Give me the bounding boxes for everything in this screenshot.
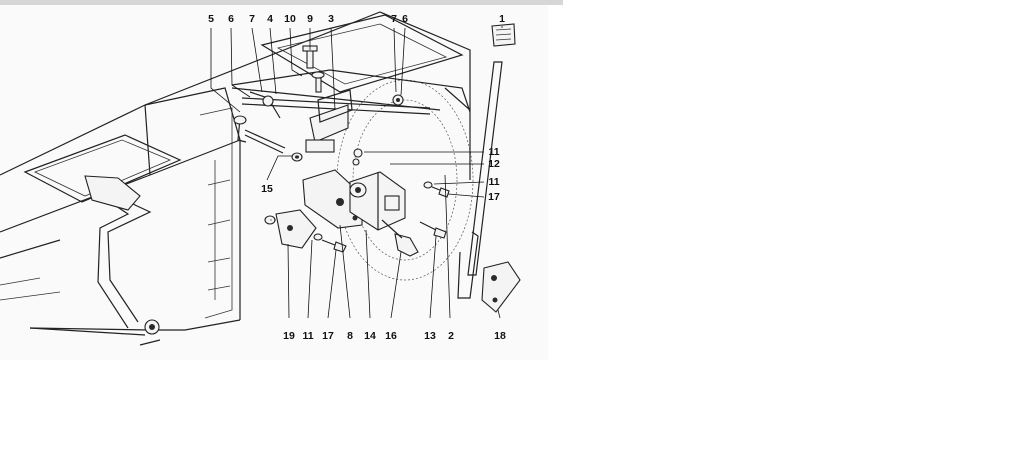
pedal-lever xyxy=(29,175,161,346)
callout-12: 12 xyxy=(488,158,500,170)
leader-lines xyxy=(210,26,503,319)
callout-1: 1 xyxy=(499,13,505,25)
callout-18: 18 xyxy=(494,330,506,342)
callout-9: 9 xyxy=(307,13,313,25)
callout-8: 8 xyxy=(347,330,353,342)
pedal-pivot-assembly xyxy=(264,148,450,257)
callout-7-left: 7 xyxy=(249,13,255,25)
callout-4: 4 xyxy=(267,13,273,25)
callout-6-left: 6 xyxy=(228,13,234,25)
callout-17-right: 17 xyxy=(488,191,500,203)
callout-3: 3 xyxy=(328,13,334,25)
part-callouts: 1 2 3 4 5 6 6 7 7 8 9 10 11 11 11 11 12 … xyxy=(208,13,506,342)
callout-7-right: 7 xyxy=(391,13,397,25)
callout-11-bottom: 11 xyxy=(302,330,313,342)
callout-10: 10 xyxy=(284,13,296,25)
transmission-housing xyxy=(0,11,474,331)
callout-14: 14 xyxy=(364,330,376,342)
accelerator-pedal xyxy=(457,23,521,313)
callout-13: 13 xyxy=(424,330,436,342)
upper-linkage xyxy=(231,45,471,154)
callout-16: 16 xyxy=(385,330,397,342)
callout-11-mid: 11 xyxy=(488,176,499,188)
callout-6-right: 6 xyxy=(402,13,408,25)
callout-2: 2 xyxy=(448,330,454,342)
callout-19: 19 xyxy=(283,330,295,342)
callout-17-bottom: 17 xyxy=(322,330,334,342)
callout-11-top: 11 xyxy=(488,146,499,158)
top-gray-strip xyxy=(0,0,563,5)
callout-5: 5 xyxy=(208,13,214,25)
callout-15: 15 xyxy=(261,183,273,195)
